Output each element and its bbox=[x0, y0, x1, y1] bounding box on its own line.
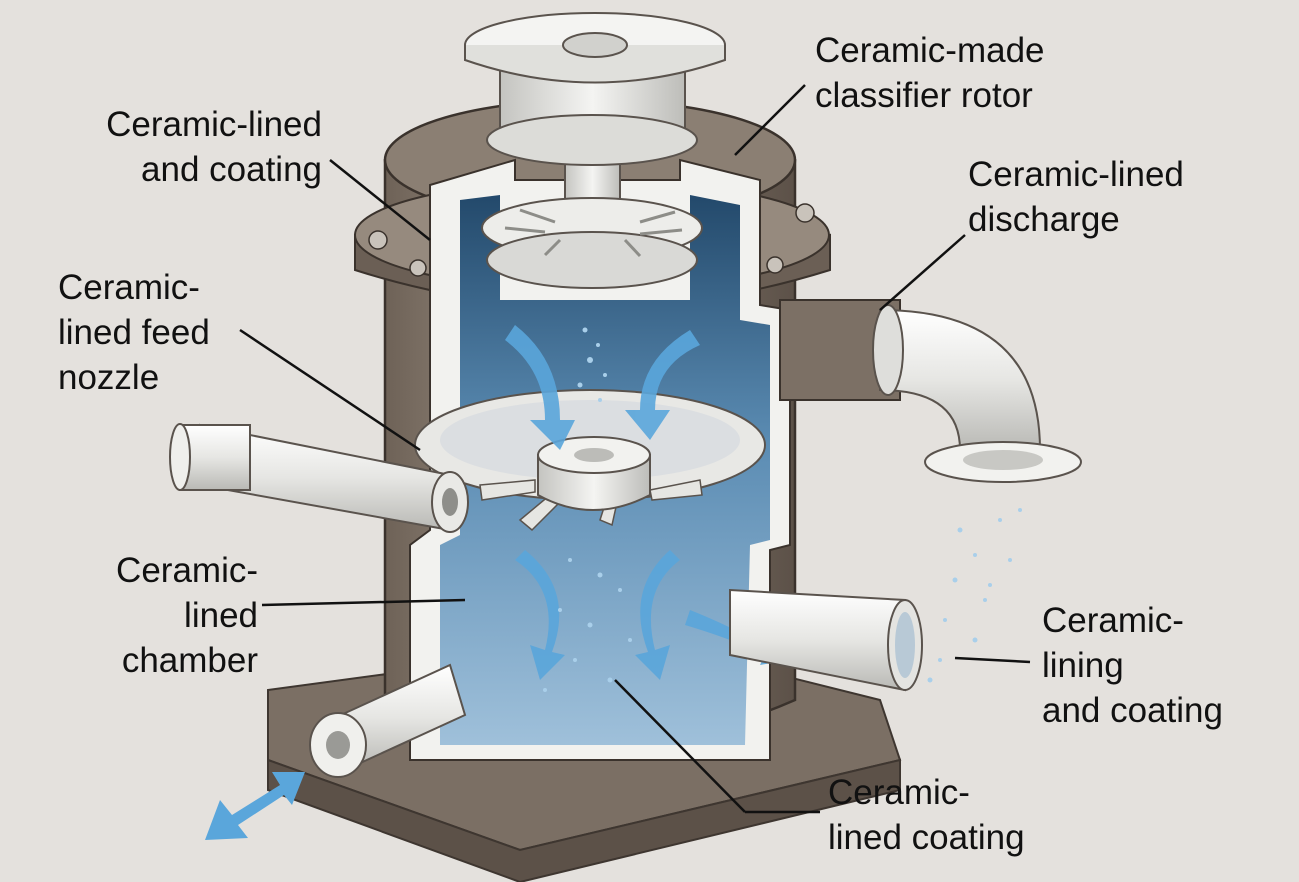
top-pulley bbox=[464, 12, 726, 166]
label-line: discharge bbox=[968, 200, 1120, 239]
leader-feed bbox=[239, 328, 421, 452]
label-line: Ceramic- bbox=[116, 551, 258, 590]
leader-chamber bbox=[261, 598, 466, 607]
particle-spray bbox=[543, 327, 1022, 692]
label-line: Ceramic-lined bbox=[968, 155, 1184, 194]
label-line: Ceramic-made bbox=[815, 31, 1045, 70]
label-line: and coating bbox=[141, 150, 322, 189]
bottom-inlet-pipe bbox=[309, 663, 467, 778]
label-line: lined bbox=[184, 596, 258, 635]
leader-top-left bbox=[329, 159, 431, 241]
discharge-pipe bbox=[779, 299, 1082, 483]
label-discharge: Ceramic-lined discharge bbox=[968, 152, 1184, 242]
label-lined-coating: Ceramic- lined coating bbox=[828, 770, 1025, 860]
label-line: Ceramic- bbox=[1042, 601, 1184, 640]
label-chamber: Ceramic- lined chamber bbox=[60, 548, 258, 683]
label-line: lined feed bbox=[58, 313, 210, 352]
label-ceramic-lined-and-coating: Ceramic-lined and coating bbox=[70, 102, 322, 192]
label-lining-and-coating: Ceramic- lining and coating bbox=[1042, 598, 1223, 733]
leader-rotor bbox=[734, 84, 806, 156]
label-line: Ceramic- bbox=[828, 773, 970, 812]
label-line: Ceramic- bbox=[58, 268, 200, 307]
leader-discharge bbox=[879, 234, 966, 311]
flange-bolts bbox=[368, 203, 815, 277]
feed-pipe bbox=[169, 423, 469, 533]
leader-bottom bbox=[614, 679, 746, 813]
central-hub bbox=[479, 436, 703, 532]
leader-lining bbox=[954, 656, 1031, 664]
double-arrow-icon bbox=[205, 772, 305, 840]
outlet-pipe bbox=[729, 588, 923, 692]
label-line: nozzle bbox=[58, 358, 160, 397]
leader-lines bbox=[239, 84, 1031, 814]
label-line: and coating bbox=[1042, 691, 1223, 730]
label-line: lining bbox=[1042, 646, 1124, 685]
label-line: Ceramic-lined bbox=[106, 105, 322, 144]
label-feed-nozzle: Ceramic- lined feed nozzle bbox=[58, 265, 210, 400]
label-line: classifier rotor bbox=[815, 76, 1033, 115]
label-line: lined coating bbox=[828, 818, 1025, 857]
classifier-rotor bbox=[481, 149, 703, 289]
label-line: chamber bbox=[121, 641, 258, 680]
label-classifier-rotor: Ceramic-made classifier rotor bbox=[815, 28, 1045, 118]
